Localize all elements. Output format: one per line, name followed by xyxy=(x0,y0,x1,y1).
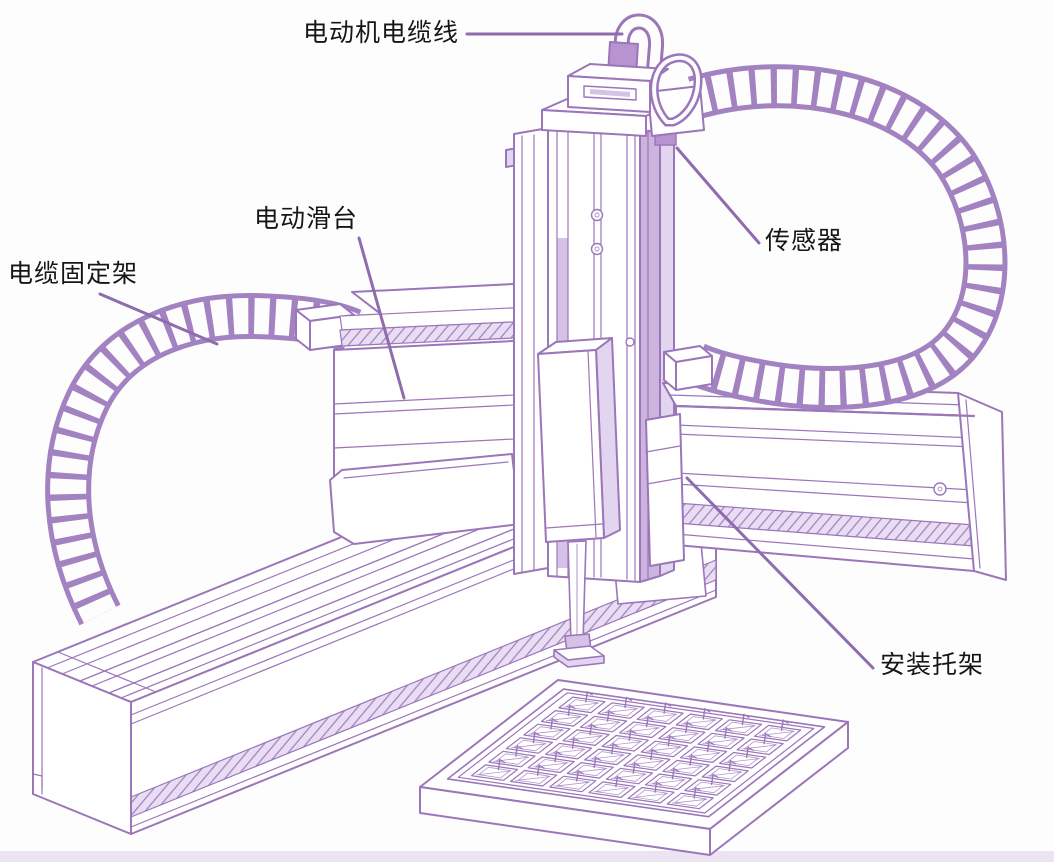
mounting-bracket xyxy=(645,413,685,567)
leader-mounting-bracket xyxy=(685,476,875,670)
label-cable-fixing-bracket: 电缆固定架 xyxy=(8,260,139,288)
label-sensor: 传感器 xyxy=(765,227,844,255)
motor-cable-assembly xyxy=(567,13,705,137)
leader-lines xyxy=(98,32,875,670)
parts-pallet xyxy=(419,679,849,856)
label-mounting-bracket: 安装托架 xyxy=(880,651,985,679)
leader-cable-fixing-bracket xyxy=(98,292,219,346)
cable-chain-right xyxy=(687,64,1008,410)
z-slider-tool xyxy=(537,337,621,668)
leader-sensor xyxy=(675,146,761,245)
leader-electric-slide xyxy=(357,236,406,400)
label-electric-slide: 电动滑台 xyxy=(254,205,359,233)
label-motor-cable: 电动机电缆线 xyxy=(303,19,460,47)
y-rail-chain-bracket xyxy=(663,345,976,418)
table-edge xyxy=(0,851,1054,862)
pallet-grid xyxy=(446,688,826,818)
